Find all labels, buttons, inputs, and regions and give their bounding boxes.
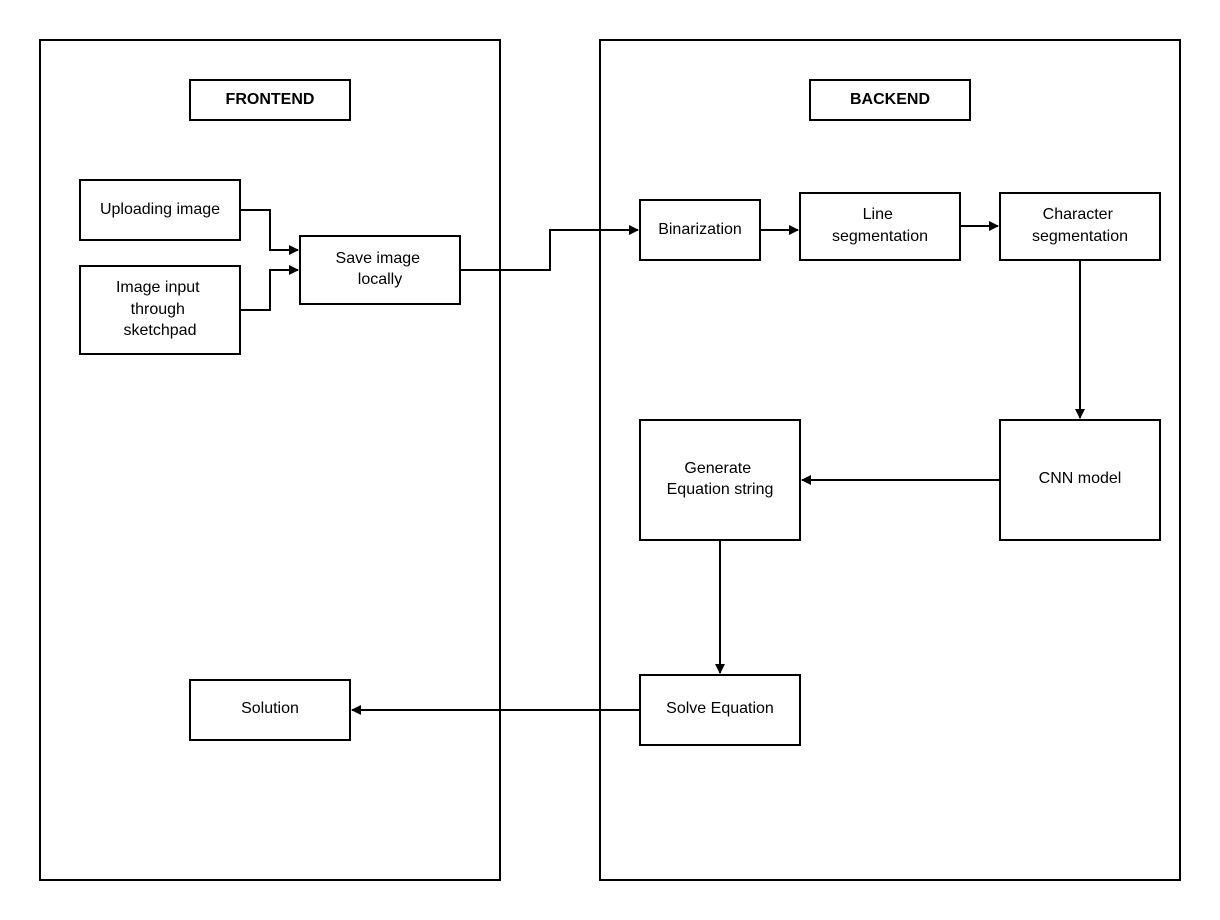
node-label: Uploading image [100,201,220,218]
node-box [799,192,961,261]
node-box [79,265,241,355]
backend-panel [599,39,1181,881]
node-label-line: Image input [116,279,200,296]
node-line-segmentation: Line segmentation [799,192,961,261]
node-save-image: Save image locally [299,235,461,305]
node-box [639,199,761,261]
node-label: Save image locally [336,250,425,288]
node-solve-equation: Solve Equation [639,674,801,746]
backend-title-box [809,79,971,121]
node-label-line: locally [358,271,402,288]
node-binarization: Binarization [639,199,761,261]
frontend-panel [39,39,501,881]
node-label-line: CNN model [1039,470,1122,487]
frontend-title-box [189,79,351,121]
backend-title-label: BACKEND [850,91,930,108]
node-label-line: Character [1043,206,1114,223]
node-box [299,235,461,305]
node-label: Binarization [658,221,742,238]
node-uploading-image: Uploading image [79,179,241,241]
node-label: Solution [241,700,299,717]
node-generate-equation: Generate Equation string [639,419,801,541]
node-label-line: sketchpad [124,322,197,339]
node-label-line: Binarization [658,221,742,238]
node-character-segmentation: Character segmentation [999,192,1161,261]
node-label-line: Equation string [667,481,774,498]
node-label-line: Solve Equation [666,700,774,717]
edges [240,209,1085,715]
node-box [999,419,1161,541]
node-cnn-model: CNN model [999,419,1161,541]
node-label-line: Save image [336,250,421,267]
node-label-line: segmentation [832,228,928,245]
node-label-line: Generate [684,460,751,477]
node-label-line: Uploading image [100,201,220,218]
node-box [639,419,801,541]
frontend-title: FRONTEND [189,79,351,121]
node-label-line: segmentation [1032,228,1128,245]
node-label-line: Line [863,206,893,223]
node-label: CNN model [1039,470,1122,487]
frontend-title-label: FRONTEND [226,91,315,108]
node-label: Generate Equation string [667,460,774,498]
edge-uploading-to-save [240,209,299,255]
node-box [189,679,351,741]
edge-save-to-binarization [460,225,639,271]
node-label: Line segmentation [832,206,928,245]
node-sketchpad-input: Image input through sketchpad [79,265,241,355]
node-label: Solve Equation [666,700,774,717]
node-label: Image input through sketchpad [116,279,204,339]
backend-title: BACKEND [809,79,971,121]
node-label-line: Solution [241,700,299,717]
node-label-line: through [131,301,185,318]
node-box [999,192,1161,261]
node-solution: Solution [189,679,351,741]
edge-sketchpad-to-save [240,265,299,311]
node-label: Character segmentation [1032,206,1128,245]
node-box [639,674,801,746]
node-box [79,179,241,241]
